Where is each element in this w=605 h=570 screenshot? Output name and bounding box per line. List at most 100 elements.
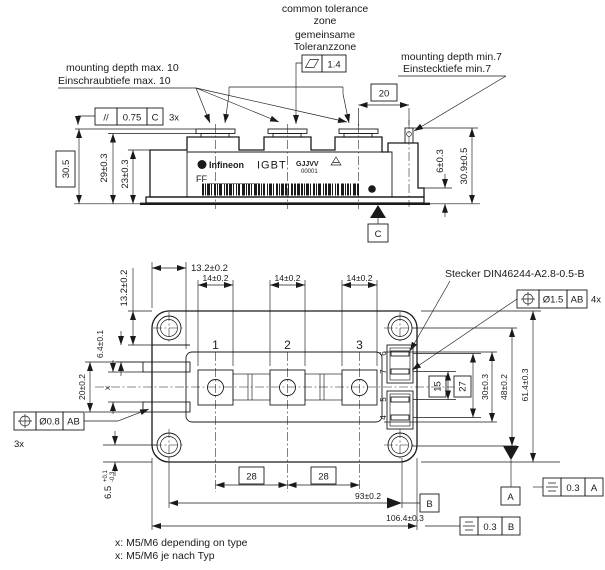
parallelism-symbol-icon: // <box>103 113 109 124</box>
datum-c: C <box>367 205 389 243</box>
marking-type-line: FF __________ <box>196 174 261 184</box>
datum-b-label: B <box>426 499 432 510</box>
dim-pad1: 14±0.2 <box>203 273 229 283</box>
mounting-depth-max-note: mounting depth max. 10 Einschraubtiefe m… <box>58 62 348 124</box>
mounting-depth-min-note: mounting depth min.7 Einstecktiefe min.7 <box>398 51 507 132</box>
terminal-label-1: 1 <box>212 338 219 352</box>
plan-dims-top: 13.2±0.2 13.2±0.2 14±0.2 14±0.2 14±0.2 <box>119 262 378 366</box>
dim-hole-span: 93±0.2 <box>355 491 381 501</box>
stecker-note: Stecker DIN46244-A2.8-0.5-B <box>445 268 584 280</box>
left-slot <box>142 361 191 373</box>
pin-label-6: 6 <box>379 351 388 356</box>
note-mounting-min-de: Einstecktiefe min.7 <box>403 63 491 75</box>
mounting-hole <box>384 312 416 344</box>
note-common-tolerance-en1: common tolerance <box>282 3 369 15</box>
mounting-hole <box>153 429 185 461</box>
datum-a-label: A <box>507 492 514 503</box>
dim-step-height: 6±0.3 <box>435 149 446 173</box>
dim-pad3: 14±0.2 <box>347 273 373 283</box>
dim-label-height: 23±0.3 <box>120 160 131 189</box>
plan-view: 1 2 3 6 7 5 4 <box>13 262 604 536</box>
dim-hole-edge-main: 6.5 <box>103 486 114 499</box>
parallelism-count: 3x <box>169 113 179 124</box>
dim-slot-span: 20±0.2 <box>77 374 87 400</box>
position-right-dia: Ø1.5 <box>543 295 564 306</box>
parallelism-value: 0.75 <box>123 113 142 124</box>
recycle-icon <box>330 156 342 166</box>
symmetry-symbol-icon <box>463 521 475 531</box>
side-centerlines <box>215 120 410 209</box>
dim-corner-v: 13.2±0.2 <box>119 270 130 307</box>
left-slot <box>142 401 191 413</box>
datum-a: A <box>500 446 521 506</box>
mounting-holes <box>153 312 416 461</box>
position-right-count: 4x <box>591 295 601 306</box>
marking-brand: Infineon <box>209 160 244 170</box>
pin-label-7: 7 <box>379 369 388 374</box>
note-mounting-min-en: mounting depth min.7 <box>401 51 502 63</box>
mounting-hole <box>153 312 185 344</box>
footnotes: x: M5/M6 depending on type x: M5/M6 je n… <box>115 537 248 562</box>
position-left-dia: Ø0.8 <box>39 417 60 428</box>
position-frame-left: Ø0.8 AB 3x <box>13 408 150 450</box>
faston-pin <box>390 350 410 357</box>
pin-label-5: 5 <box>379 397 388 402</box>
dim-overall-width: 106.4±0.3 <box>386 513 424 523</box>
mounting-hole <box>384 429 416 461</box>
symmetry-b-datum: B <box>508 522 514 533</box>
dim-pin-height: 30.9±0.5 <box>459 148 470 185</box>
symmetry-b-value: 0.3 <box>483 522 496 533</box>
plan-centerlines <box>95 352 455 492</box>
dim-screw-x: x <box>102 385 112 390</box>
dim-pin-span-inner: 15 <box>433 381 444 392</box>
symmetry-frame-b: 0.3 B <box>425 516 521 536</box>
dim-pin-offset: 20 <box>379 89 390 100</box>
terminal-platform: 1 2 3 <box>142 338 383 423</box>
datum-b-arrow <box>387 497 402 509</box>
infineon-logo-icon <box>197 160 207 169</box>
faston-pin <box>390 368 410 375</box>
flatness-symbol-icon <box>304 59 320 68</box>
position-symbol-icon <box>18 414 32 428</box>
dim-platform-height: 30±0.3 <box>480 374 490 400</box>
side-dims-right: 6±0.3 30.9±0.5 <box>413 127 480 217</box>
dim-overall-height: 30.5 <box>61 160 72 179</box>
terminal-label-2: 2 <box>284 338 291 352</box>
plan-dims-left: 20±0.2 x 6.4±0.1 6.5 +0.1 -0.3 <box>77 330 157 499</box>
flatness-frame: 1.4 <box>293 54 347 124</box>
side-dim-pin-offset: 20 <box>358 83 410 126</box>
dim-slot-offset: 6.4±0.1 <box>95 330 105 359</box>
parallelism-frame: // 0.75 C 3x <box>75 107 179 126</box>
tolerance-zone-bracket <box>223 86 351 124</box>
connector-note: Stecker DIN46244-A2.8-0.5-B <box>409 268 584 352</box>
position-symbol-icon <box>521 292 535 306</box>
rivet-icon <box>368 185 376 193</box>
datum-c-label: C <box>375 229 382 240</box>
note-mounting-max-de: Einschraubtiefe max. 10 <box>58 75 171 87</box>
note-common-tolerance-de1: gemeinsame <box>295 29 355 41</box>
dim-pad2: 14±0.2 <box>275 273 301 283</box>
marking-serial: 00001 <box>301 169 318 175</box>
dim-hole-row-span: 48±0.2 <box>499 374 509 400</box>
faston-pin <box>390 396 410 403</box>
note-common-tolerance-de2: Toleranzzone <box>294 41 357 53</box>
dim-hole-edge-sub: -0.3 <box>110 471 116 482</box>
side-view: common tolerance zone gemeinsame Toleran… <box>55 3 507 243</box>
position-frame-right: Ø1.5 AB 4x <box>411 289 601 371</box>
flatness-value: 1.4 <box>327 60 340 71</box>
dim-body-height: 29±0.3 <box>99 154 110 183</box>
symmetry-symbol-icon <box>546 482 558 492</box>
dim-pin-span-outer: 27 <box>458 381 469 392</box>
marking-product: IGBT <box>257 160 287 172</box>
dim-corner-h: 13.2±0.2 <box>191 263 228 274</box>
aux-connectors: 6 7 5 4 <box>379 344 414 430</box>
module-plan-outline <box>151 310 418 463</box>
position-right-datum: AB <box>571 295 584 306</box>
note-common-tolerance-en2: zone <box>314 15 337 27</box>
dim-hole-edge: 6.5 +0.1 -0.3 <box>103 469 116 499</box>
module-side-outline <box>140 127 430 205</box>
product-marking: Infineon IGBT GJJVV 00001 FF __________ <box>196 156 376 196</box>
dim-pitch2: 28 <box>318 472 329 483</box>
symmetry-frame-a: 0.3 A <box>533 477 604 497</box>
